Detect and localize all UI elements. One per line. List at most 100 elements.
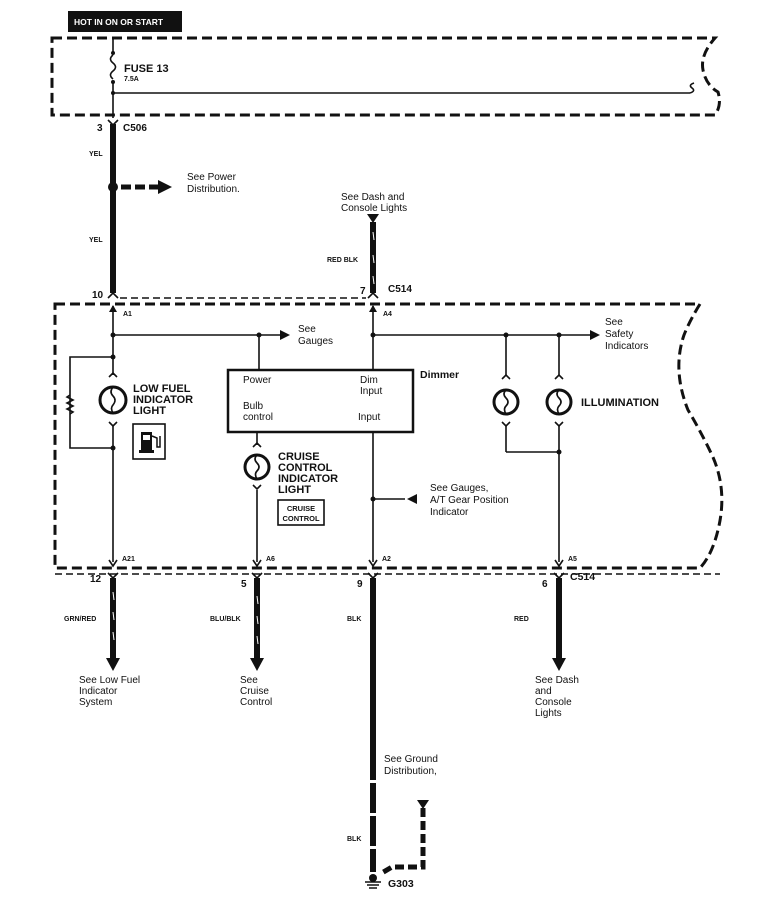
cruise-label-1: CRUISE — [278, 451, 320, 463]
dimmer-input-label: Input — [358, 412, 380, 423]
ref-at-gear-1: See Gauges, — [430, 483, 488, 494]
c514-pin-5: 5 — [241, 579, 247, 590]
connector-icon — [367, 572, 379, 580]
dimmer-title: Dimmer — [420, 369, 459, 381]
arrow-down-icon — [552, 658, 566, 671]
wire-label-blk-ground: BLK — [347, 836, 361, 843]
arrow-down-icon — [250, 658, 264, 671]
ref-power-distribution-2: Distribution. — [187, 184, 240, 195]
low-fuel-label-3: LIGHT — [133, 405, 166, 417]
arrow-down-icon — [367, 214, 379, 223]
illumination-label: ILLUMINATION — [581, 397, 659, 409]
wire-label-red-blk: RED BLK — [327, 257, 358, 264]
ref-at-gear-2: A/T Gear Position — [430, 495, 509, 506]
cruise-bulb-icon — [243, 441, 271, 491]
arrow-down-icon — [106, 658, 120, 671]
ground-name: G303 — [388, 878, 414, 890]
dimmer-bulb-label-2: control — [243, 412, 273, 423]
fuse-name: FUSE 13 — [124, 63, 169, 75]
ref-cruise-1: See — [240, 675, 258, 686]
ref-dash-bottom-2: and — [535, 686, 552, 697]
wire-label-yel-upper: YEL — [89, 151, 103, 158]
c514-pin-12: 12 — [90, 574, 102, 585]
fuse-rating: 7.5A — [124, 76, 139, 83]
c514-pin-9: 9 — [357, 579, 363, 590]
ref-low-fuel-3: System — [79, 697, 112, 708]
wire-stripe — [372, 231, 375, 241]
wire-stripe — [372, 275, 375, 285]
dimmer-dim-input-2: Input — [360, 386, 382, 397]
junction — [556, 449, 562, 455]
c514-pin-7: 7 — [360, 286, 366, 297]
ref-dash-console-top-1: See Dash and — [341, 192, 404, 203]
c506-name: C506 — [123, 123, 147, 134]
cruise-control-badge — [277, 499, 325, 526]
wire-label-blu-blk: BLU/BLK — [210, 616, 241, 623]
cruise-badge-text-1: CRUISE — [287, 504, 315, 513]
arrow-down-icon — [252, 559, 262, 568]
ref-dash-bottom-3: Console — [535, 697, 572, 708]
cruise-label-2: CONTROL — [278, 462, 333, 474]
wire-stripe — [112, 591, 115, 601]
wire-stripe — [372, 254, 375, 264]
power-label-box — [68, 11, 182, 32]
wire-label-blk: BLK — [347, 616, 361, 623]
pin-a1: A1 — [123, 311, 132, 318]
wire-stripe — [256, 595, 259, 605]
arrow-right-icon — [280, 330, 290, 340]
c506-pin: 3 — [97, 123, 103, 134]
wire-stripe — [256, 635, 259, 645]
pin-a2: A2 — [382, 556, 391, 563]
wire-stripe — [256, 615, 259, 625]
ref-gauges-1: See — [298, 324, 316, 335]
cruise-label-3: INDICATOR — [278, 473, 338, 485]
connector-icon — [553, 572, 565, 580]
wire-label-red: RED — [514, 616, 529, 623]
splice-node — [108, 182, 118, 192]
low-fuel-bulb-icon — [98, 371, 128, 428]
resistor-loop — [69, 356, 113, 449]
wire-stripe — [112, 631, 115, 641]
arrow-up-icon — [109, 305, 117, 312]
ref-low-fuel-2: Indicator — [79, 686, 118, 697]
low-fuel-label-1: LOW FUEL — [133, 383, 191, 395]
ref-gauges-2: Gauges — [298, 336, 333, 347]
arrow-down-icon — [108, 559, 118, 568]
dimmer-module — [226, 368, 415, 434]
dimmer-bulb-label-1: Bulb — [243, 401, 263, 412]
arrow-right-icon — [590, 330, 600, 340]
fuse-icon — [109, 54, 117, 80]
wire-label-yel-lower: YEL — [89, 237, 103, 244]
bus-break-icon — [689, 82, 695, 94]
c514-pin-10: 10 — [92, 290, 104, 301]
low-fuel-label-2: INDICATOR — [133, 394, 193, 406]
c514-bottom-name: C514 — [570, 571, 595, 583]
fuse-node — [111, 51, 115, 55]
arrow-down-icon — [417, 800, 429, 809]
c514-pin10-icon — [107, 291, 119, 299]
ref-dash-console-top-2: Console Lights — [341, 203, 407, 214]
fuse-box-outline — [50, 36, 721, 117]
pin-a4: A4 — [383, 311, 392, 318]
wire-stripe — [112, 611, 115, 621]
c514-pin-6: 6 — [542, 579, 548, 590]
ref-power-distribution-1: See Power — [187, 172, 237, 183]
ref-low-fuel-1: See Low Fuel — [79, 675, 140, 686]
ground-dashed-branch — [378, 808, 426, 877]
pin-a21: A21 — [122, 556, 135, 563]
c514-top-name: C514 — [388, 284, 412, 295]
arrow-down-icon — [554, 559, 564, 568]
dimmer-dim-input-1: Dim — [360, 375, 378, 386]
dimmer-power-label: Power — [243, 375, 272, 386]
power-label: HOT IN ON OR START — [74, 17, 164, 27]
arrow-down-icon — [368, 559, 378, 568]
gauge-assembly-outline — [53, 302, 724, 570]
cruise-label-4: LIGHT — [278, 484, 311, 496]
ref-dash-bottom-4: Lights — [535, 708, 562, 719]
illumination-bulb-1-icon — [492, 373, 520, 428]
c514-pin7-icon — [367, 291, 379, 299]
wire-label-grn-red: GRN/RED — [64, 616, 96, 623]
ref-safety-2: Safety — [605, 329, 633, 340]
ref-cruise-3: Control — [240, 697, 272, 708]
